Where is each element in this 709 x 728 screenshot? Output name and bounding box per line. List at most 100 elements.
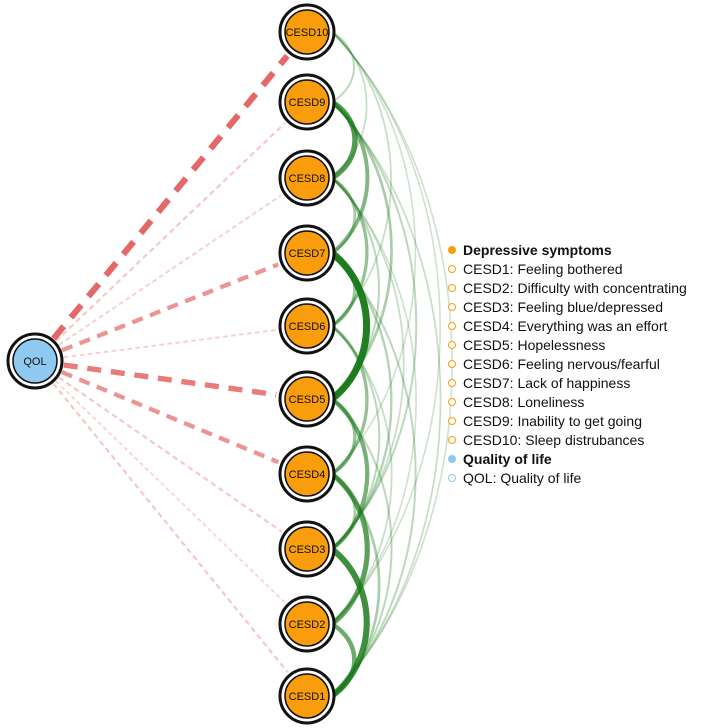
node-fill [284, 155, 330, 201]
edge-QOL-CESD4 [60, 370, 280, 465]
node-fill [284, 9, 330, 55]
legend-text: CESD1: Feeling bothered [463, 260, 623, 277]
legend-hollow-dot-icon [448, 321, 456, 330]
edge-CESD7-CESD5 [328, 249, 371, 403]
legend-hollow-dot-icon [448, 359, 456, 368]
legend-text: CESD2: Difficulty with concentrating [463, 279, 687, 296]
edge-QOL-CESD1 [52, 382, 289, 673]
node-cesd4: CESD4 [278, 445, 336, 503]
node-label: CESD9 [289, 97, 326, 109]
node-qol: QOL [6, 332, 64, 390]
edge-QOL-CESD10 [51, 53, 290, 341]
legend-filled-dot-icon [448, 245, 456, 254]
legend-hollow-dot-icon [448, 378, 456, 387]
node-label: CESD10 [286, 27, 329, 39]
edge-CESD4-CESD2 [329, 471, 370, 627]
edge-CESD4-CESD3 [330, 472, 357, 551]
node-cesd3: CESD3 [278, 520, 336, 578]
legend-item: CESD8: Loneliness [448, 392, 687, 411]
legend-item: CESD10: Sleep distrubances [448, 430, 687, 449]
edge-CESD10-CESD1 [331, 31, 453, 697]
nodes: CESD10CESD9CESD8CESD7CESD6CESD5CESD4CESD… [6, 3, 336, 725]
node-label: CESD7 [289, 248, 326, 260]
node-fill [284, 451, 330, 497]
legend-hollow-dot-icon [448, 283, 456, 292]
legend-filled-dot-icon [448, 454, 456, 463]
legend-hollow-dot-icon [448, 340, 456, 349]
legend-item: CESD1: Feeling bothered [448, 259, 687, 278]
node-label: CESD8 [289, 173, 326, 185]
node-label: CESD4 [289, 469, 326, 481]
legend-item: CESD5: Hopelessness [448, 335, 687, 354]
legend-text: Depressive symptoms [463, 241, 612, 258]
legend-hollow-dot-icon [448, 302, 456, 311]
node-cesd2: CESD2 [278, 595, 336, 653]
edge-CESD8-CESD5 [330, 176, 380, 401]
node-label: CESD5 [289, 394, 326, 406]
node-label: CESD6 [289, 321, 326, 333]
edge-CESD10-CESD4 [331, 31, 417, 475]
node-label: CESD3 [289, 544, 326, 556]
edge-QOL-CESD2 [55, 380, 286, 604]
edge-CESD5-CESD4 [330, 397, 357, 476]
edge-CESD6-CESD3 [330, 324, 381, 551]
node-cesd9: CESD9 [278, 73, 336, 131]
node-fill [284, 673, 330, 719]
edge-CESD9-CESD7 [330, 100, 370, 255]
legend-text: CESD3: Feeling blue/depressed [463, 298, 664, 315]
legend-hollow-dot-icon [448, 416, 456, 425]
legend-group-header: Quality of life [448, 449, 687, 468]
node-fill [284, 526, 330, 572]
node-cesd1: CESD1 [278, 667, 336, 725]
legend-group-header: Depressive symptoms [448, 240, 687, 259]
legend-hollow-dot-icon [448, 264, 456, 273]
edge-CESD7-CESD1 [330, 251, 417, 698]
edge-CESD8-CESD7 [330, 176, 357, 255]
legend-item: QOL: Quality of life [448, 468, 687, 487]
legend-item: CESD4: Everything was an effort [448, 316, 687, 335]
node-cesd8: CESD8 [278, 149, 336, 207]
node-fill [12, 338, 58, 384]
legend-text: Quality of life [463, 450, 552, 467]
legend-hollow-dot-icon [448, 435, 456, 444]
legend-hollow-dot-icon [448, 473, 456, 482]
negative-edges [51, 53, 290, 673]
node-cesd6: CESD6 [278, 297, 336, 355]
edge-CESD4-CESD1 [330, 472, 381, 698]
node-label: QOL [23, 356, 46, 368]
legend-item: CESD6: Feeling nervous/fearful [448, 354, 687, 373]
node-cesd7: CESD7 [278, 224, 336, 282]
edge-CESD10-CESD2 [331, 31, 441, 625]
edge-CESD7-CESD6 [330, 251, 356, 328]
edge-CESD5-CESD1 [330, 397, 393, 698]
legend-text: CESD10: Sleep distrubances [463, 431, 645, 448]
edge-CESD9-CESD3 [330, 100, 418, 551]
legend-text: QOL: Quality of life [463, 469, 582, 486]
edge-QOL-CESD5 [63, 362, 277, 398]
legend-item: CESD9: Inability to get going [448, 411, 687, 430]
positive-edges [328, 30, 453, 700]
edge-CESD8-CESD6 [330, 176, 369, 328]
node-fill [284, 230, 330, 276]
node-fill [284, 79, 330, 125]
edge-CESD8-CESD2 [331, 177, 417, 625]
edge-CESD9-CESD5 [330, 100, 393, 401]
legend-text: CESD5: Hopelessness [463, 336, 606, 353]
legend-text: CESD7: Lack of happiness [463, 374, 631, 391]
edge-CESD7-CESD3 [330, 251, 393, 551]
legend-text: CESD9: Inability to get going [463, 412, 642, 429]
edge-QOL-CESD6 [63, 329, 277, 359]
legend-text: CESD6: Feeling nervous/fearful [463, 355, 660, 372]
edge-QOL-CESD9 [55, 122, 286, 342]
legend-text: CESD8: Loneliness [463, 393, 585, 410]
legend-item: CESD2: Difficulty with concentrating [448, 278, 687, 297]
node-cesd5: CESD5 [278, 370, 336, 428]
edge-CESD6-CESD4 [330, 324, 369, 476]
edge-CESD10-CESD6 [331, 31, 392, 327]
edge-QOL-CESD8 [58, 194, 282, 346]
edge-QOL-CESD7 [61, 262, 279, 353]
edge-CESD10-CESD8 [331, 31, 368, 179]
legend-item: CESD3: Feeling blue/depressed [448, 297, 687, 316]
